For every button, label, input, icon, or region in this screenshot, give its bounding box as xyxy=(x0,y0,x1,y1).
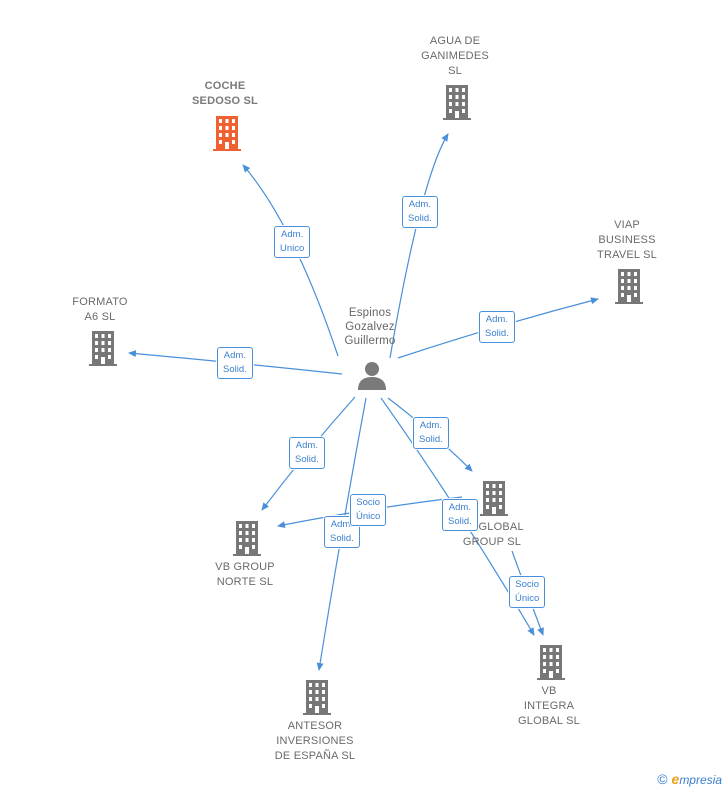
person-icon[interactable] xyxy=(358,362,386,390)
building-icon-formato-a6[interactable] xyxy=(89,331,117,366)
building-icon-vb-group-norte[interactable] xyxy=(233,521,261,556)
building-icon-agua-ganimedes[interactable] xyxy=(443,85,471,120)
edge-label-center-to-vb-group-norte[interactable]: Adm. Solid. xyxy=(289,437,325,469)
building-icon-vb-integra[interactable] xyxy=(537,645,565,680)
edge-label-center-to-coche-sedoso[interactable]: Adm. Unico xyxy=(274,226,311,258)
person-name-label[interactable]: Espinos Gozalvez Guillermo xyxy=(344,307,396,347)
company-label-coche-sedoso[interactable]: COCHE SEDOSO SL xyxy=(192,80,258,107)
copyright-symbol: © xyxy=(657,771,668,787)
building-icon-vb-global-group[interactable] xyxy=(480,481,508,516)
empresia-logo[interactable]: empresia xyxy=(671,771,722,787)
edge-label-vb-global-group-to-vb-integra[interactable]: Socio Único xyxy=(509,576,546,608)
edge-label-center-to-vb-global-group[interactable]: Adm. Solid. xyxy=(413,417,449,449)
edge-label-vb-global-group-to-vb-group-norte[interactable]: Socio Único xyxy=(350,494,387,526)
nodes-layer xyxy=(89,85,643,715)
building-icon-antesor[interactable] xyxy=(303,680,331,715)
company-label-vb-integra[interactable]: VB INTEGRA GLOBAL SL xyxy=(518,685,580,727)
company-label-vb-group-norte[interactable]: VB GROUP NORTE SL xyxy=(215,561,275,588)
edge-label-center-to-agua-ganimedes[interactable]: Adm. Solid. xyxy=(402,196,438,228)
edge-label-center-to-vb-integra[interactable]: Adm. Solid. xyxy=(442,499,478,531)
building-icon-coche-sedoso[interactable] xyxy=(213,116,241,151)
company-label-viap-business[interactable]: VIAP BUSINESS TRAVEL SL xyxy=(597,219,657,261)
footer: © empresia xyxy=(657,771,722,787)
edge-label-center-to-formato-a6[interactable]: Adm. Solid. xyxy=(217,347,253,379)
company-label-vb-global-group[interactable]: VB GLOBAL GROUP SL xyxy=(460,521,524,548)
company-label-antesor[interactable]: ANTESOR INVERSIONES DE ESPAÑA SL xyxy=(274,720,356,762)
edge-label-center-to-viap-business[interactable]: Adm. Solid. xyxy=(479,311,515,343)
company-label-agua-ganimedes[interactable]: AGUA DE GANIMEDES SL xyxy=(421,35,489,77)
building-icon-viap-business[interactable] xyxy=(615,269,643,304)
company-label-formato-a6[interactable]: FORMATO A6 SL xyxy=(72,296,128,323)
